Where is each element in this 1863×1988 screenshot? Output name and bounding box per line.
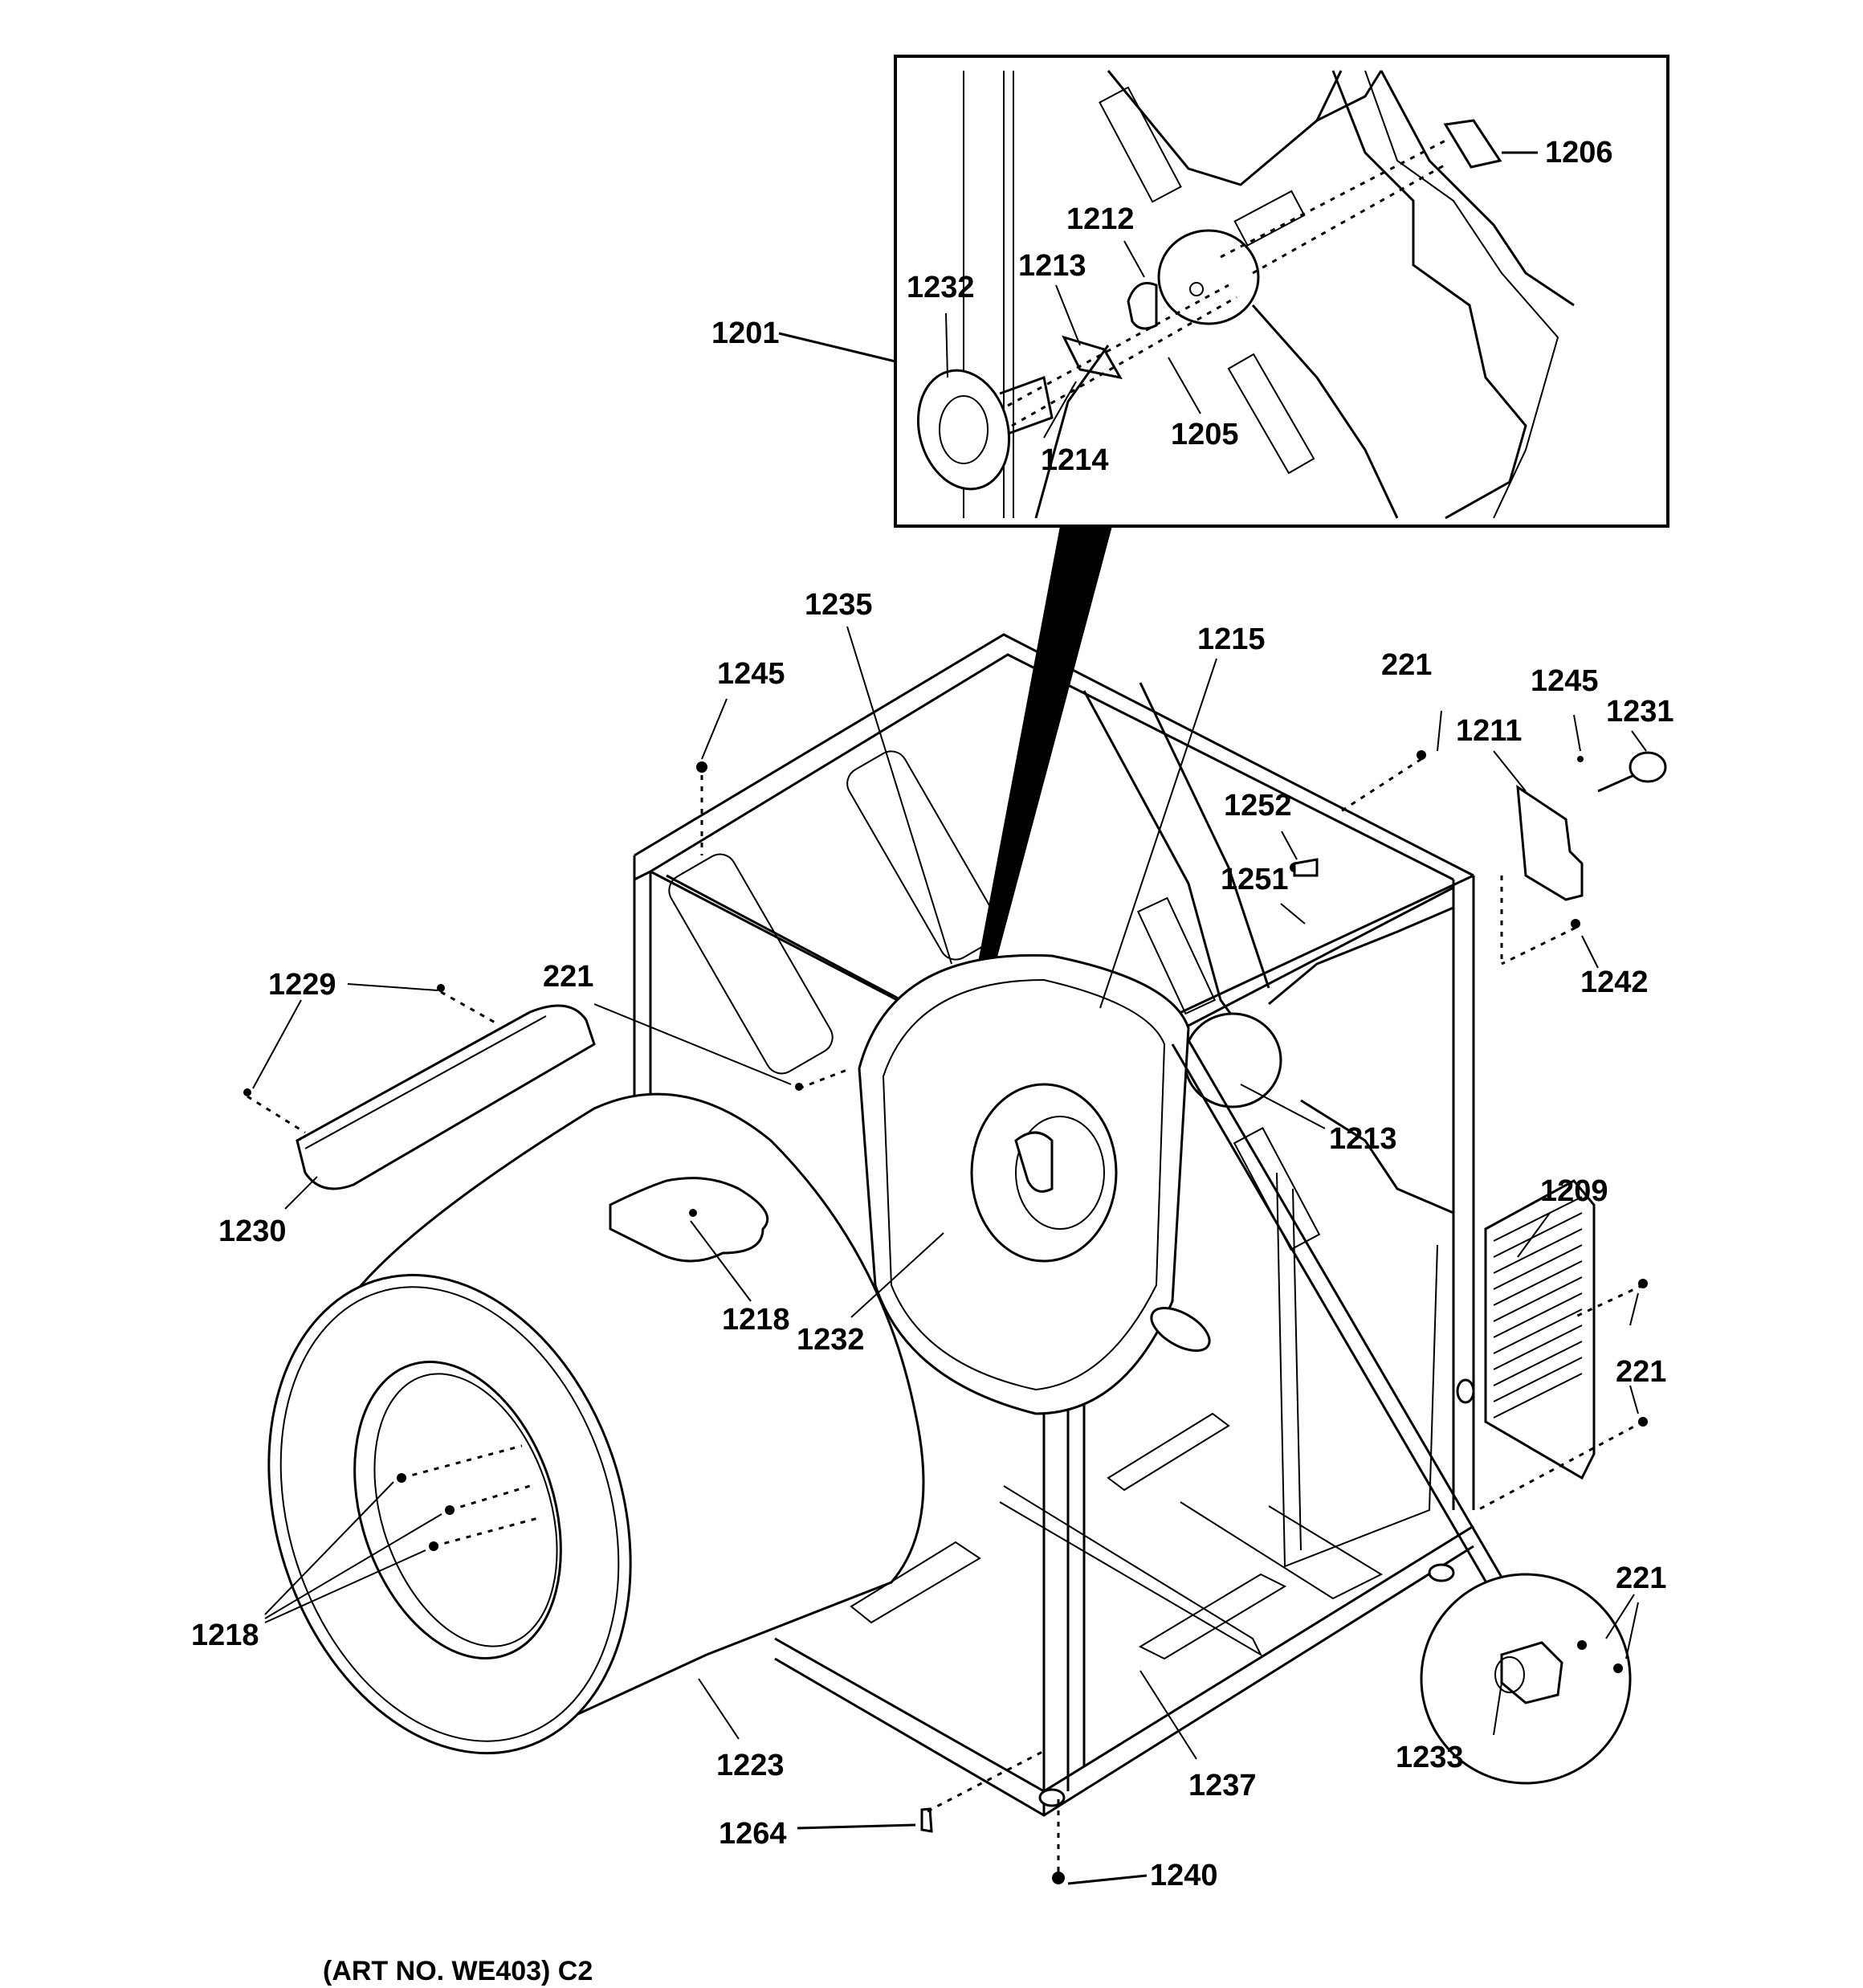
label-1205: 1205 xyxy=(1171,418,1239,451)
label-1223: 1223 xyxy=(716,1749,785,1782)
label-1235: 1235 xyxy=(805,588,873,622)
inset-detail xyxy=(778,55,1669,528)
bracket-1211 xyxy=(1516,785,1584,901)
label-1231: 1231 xyxy=(1606,695,1674,729)
drum xyxy=(267,1092,925,1755)
label-1213-inset: 1213 xyxy=(1018,249,1086,283)
label-1233: 1233 xyxy=(1396,1741,1464,1774)
label-1245-right: 1245 xyxy=(1531,664,1599,698)
part-labels: 1201 1206 1212 1213 1232 1214 1205 1235 … xyxy=(191,136,1674,1986)
label-1209: 1209 xyxy=(1540,1174,1608,1208)
rear-access-panel xyxy=(1484,1179,1596,1480)
label-221-mid: 221 xyxy=(543,960,593,994)
dryer-cabinet xyxy=(633,633,1475,1817)
label-1206: 1206 xyxy=(1545,136,1613,169)
label-1201: 1201 xyxy=(711,316,780,350)
label-1229: 1229 xyxy=(268,968,336,1002)
label-1232-main: 1232 xyxy=(797,1323,865,1357)
label-1237: 1237 xyxy=(1188,1769,1257,1802)
inset-frame xyxy=(894,55,1669,528)
label-1252: 1252 xyxy=(1224,789,1292,823)
art-number-caption: (ART NO. WE403) C2 xyxy=(323,1956,593,1986)
label-1218-top: 1218 xyxy=(722,1303,790,1337)
thermostat-detail xyxy=(1420,1573,1632,1785)
label-221-top: 221 xyxy=(1381,648,1432,682)
drum-support-assembly xyxy=(858,953,1211,1415)
hardware-screws xyxy=(243,750,1648,1884)
label-1242: 1242 xyxy=(1580,965,1649,999)
label-1213-main: 1213 xyxy=(1329,1122,1397,1156)
leader-lines xyxy=(252,626,1647,1885)
label-1245-left: 1245 xyxy=(717,657,785,691)
label-1230: 1230 xyxy=(218,1214,287,1248)
alignment-lines xyxy=(247,757,1644,1872)
label-1214: 1214 xyxy=(1041,443,1109,477)
label-1212: 1212 xyxy=(1066,202,1135,236)
label-1240: 1240 xyxy=(1150,1859,1218,1892)
label-1211: 1211 xyxy=(1456,714,1522,748)
knob-1231 xyxy=(1597,751,1667,793)
label-1232-inset: 1232 xyxy=(907,271,975,304)
drum-belt xyxy=(1171,1043,1511,1623)
label-221-right: 221 xyxy=(1616,1355,1666,1389)
label-1251: 1251 xyxy=(1221,863,1289,896)
label-1264: 1264 xyxy=(719,1817,787,1851)
duct xyxy=(296,1004,596,1190)
label-221-bottom: 221 xyxy=(1616,1561,1666,1595)
label-1215: 1215 xyxy=(1197,623,1266,656)
label-1218-left: 1218 xyxy=(191,1619,259,1652)
